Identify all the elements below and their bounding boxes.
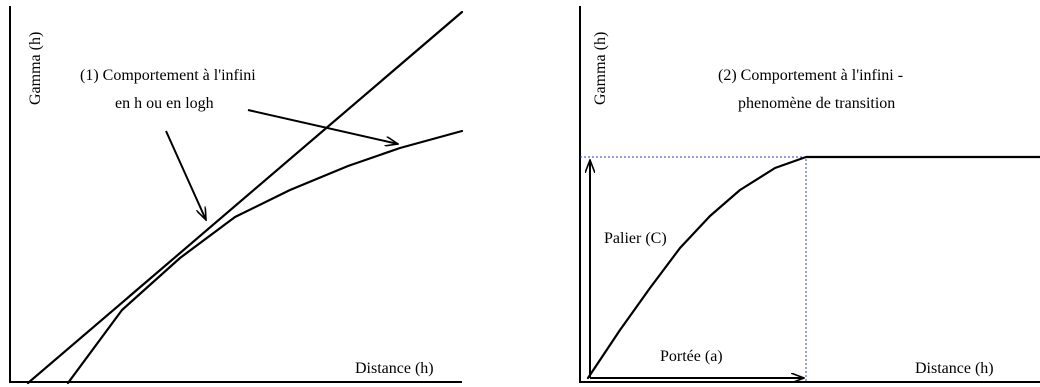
panel2-sill-label: Palier (C) [604,230,667,247]
panel1-y-label: Gamma (h) [27,32,44,105]
panel1-title-line1: (1) Comportement à l'infini [80,67,256,84]
panel2-x-label: Distance (h) [915,360,994,377]
panel1-linear-curve [26,10,464,385]
panel2-spherical-curve [586,155,1040,380]
panel2-title-line1: (2) Comportement à l'infini - [718,67,903,84]
panel-2: Gamma (h) (2) Comportement à l'infini - … [579,6,1040,383]
panel1-title-line2: en h ou en logh [115,95,214,112]
panel2-title-line2: phenomène de transition [738,95,895,112]
panel2-y-label: Gamma (h) [592,32,609,105]
panel-1: Gamma (h) Distance (h) (1) Comportement … [9,6,464,385]
panel1-annotation-arrow-log [247,109,398,144]
panel1-x-label: Distance (h) [355,360,434,377]
panel2-range-label: Portée (a) [660,348,723,365]
panel1-annotation-arrow-linear [165,130,206,220]
panel1-log-curve [66,129,464,385]
